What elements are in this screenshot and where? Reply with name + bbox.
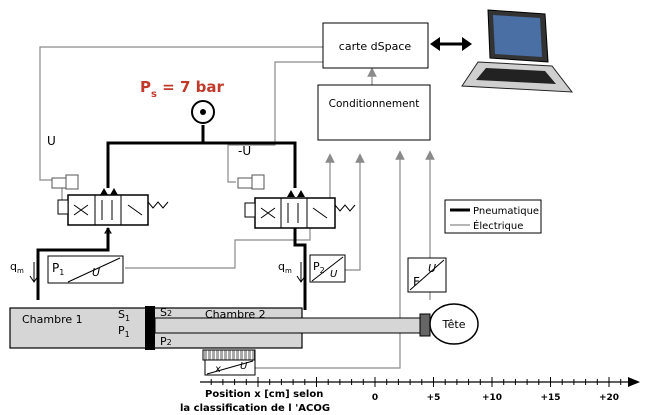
laptop-icon xyxy=(461,9,574,93)
axis-tick-label: +20 xyxy=(599,393,619,403)
chambre-1-label: Chambre 1 xyxy=(22,313,83,326)
servo-valve-2 xyxy=(237,174,356,229)
legend-electrique: Électrique xyxy=(473,219,523,232)
control-signal-u-label: U xyxy=(47,134,56,148)
svg-text:qm: qm xyxy=(278,260,292,275)
pressure-sensor-p1: P1 U xyxy=(47,255,124,284)
conditionnement-box xyxy=(317,84,431,141)
supply-pressure-label: Ps = 7 bar xyxy=(140,78,224,100)
legend-pneumatique: Pneumatique xyxy=(473,206,539,217)
flow-symbol-qm-2: qm xyxy=(278,260,306,283)
servo-valve-1 xyxy=(51,174,169,234)
dspace-card-label: carte dSpace xyxy=(339,40,412,53)
control-signal-minus-u-label: -U xyxy=(238,144,251,158)
pressure-source xyxy=(191,100,215,124)
position-sensor: x U xyxy=(202,349,256,376)
pressure-sensor-p2: P2 U xyxy=(309,254,346,283)
tete-label: Tête xyxy=(441,318,465,331)
axis-tick-label: 0 xyxy=(372,393,378,403)
p2-sensor-u: U xyxy=(330,269,338,280)
p2-sensor-label: P2 xyxy=(313,260,325,275)
p1-sensor-u: U xyxy=(92,266,100,279)
bidirectional-link-arrow xyxy=(430,37,472,51)
force-sensor-label: F xyxy=(413,275,420,289)
p2-chamber-label: P2 xyxy=(160,335,172,348)
position-sensor-u: U xyxy=(240,361,248,372)
svg-text:qm: qm xyxy=(10,260,24,275)
axis-caption-line1: Position x [cm] selon xyxy=(205,389,323,400)
force-sensor-u: U xyxy=(428,262,436,275)
axis-tick-label: +10 xyxy=(482,393,502,403)
dspace-card-box xyxy=(322,22,429,69)
p1-sensor-label: P1 xyxy=(52,261,64,277)
p1-chamber-label: P1 xyxy=(118,324,130,339)
position-axis xyxy=(200,377,640,387)
chambre-2-label: Chambre 2 xyxy=(205,308,266,321)
axis-caption-line2: la classification de l 'ACOG xyxy=(180,403,330,414)
tete-load-circle xyxy=(429,303,479,345)
conditionnement-label: Conditionnement xyxy=(329,98,420,110)
force-sensor: F U xyxy=(407,257,447,293)
flow-symbol-qm-1: qm xyxy=(10,260,39,283)
s1-label: S1 xyxy=(118,308,130,323)
pneumatic-lines xyxy=(36,125,307,310)
axis-tick-label: +5 xyxy=(427,393,441,403)
pneumatic-cylinder xyxy=(9,306,431,350)
legend: Pneumatique Électrique xyxy=(444,199,542,234)
axis-tick-label: +15 xyxy=(540,393,560,403)
position-sensor-x: x xyxy=(214,364,221,375)
s2-label: S2 xyxy=(160,306,172,319)
